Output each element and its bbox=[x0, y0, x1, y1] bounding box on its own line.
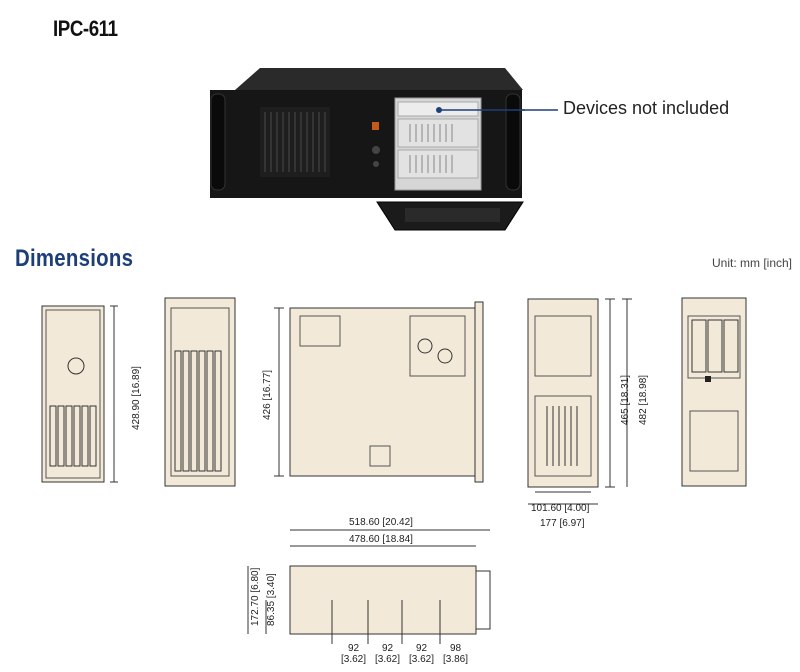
top-width-1-label: 518.60 [20.42] bbox=[349, 517, 413, 528]
segment-inch: [3.62] bbox=[409, 654, 435, 665]
front-view-drawing bbox=[41, 305, 118, 483]
side-view-drawing bbox=[274, 301, 484, 483]
dimensions-heading: Dimensions bbox=[15, 245, 134, 272]
segment-label: 98 [3.86] bbox=[443, 643, 468, 665]
back-height-1-label: 465 [18.31] bbox=[620, 374, 631, 425]
back-view-drawing bbox=[527, 298, 632, 505]
top-view-drawing bbox=[247, 529, 491, 644]
product-photo bbox=[210, 68, 525, 231]
segment-mm: 92 bbox=[347, 643, 360, 654]
segment-inch: [3.62] bbox=[375, 654, 401, 665]
top-width-2-label: 478.60 [18.84] bbox=[349, 534, 413, 545]
segment-label: 92 [3.62] bbox=[375, 643, 400, 665]
devices-callout: Devices not included bbox=[563, 98, 730, 118]
segment-inch: [3.86] bbox=[443, 654, 469, 665]
front-panel-drawing bbox=[681, 297, 747, 487]
back-width-2-label: 177 [6.97] bbox=[540, 518, 585, 529]
segment-mm: 92 bbox=[415, 643, 428, 654]
segment-label: 92 [3.62] bbox=[341, 643, 366, 665]
rear-view-drawing bbox=[164, 297, 236, 487]
top-height-2-label: 86.35 [3.40] bbox=[266, 573, 277, 626]
side-height-label: 426 [16.77] bbox=[262, 369, 273, 420]
product-title: IPC-611 bbox=[53, 16, 118, 41]
front-height-label: 428.90 [16.89] bbox=[131, 366, 142, 430]
segment-label: 92 [3.62] bbox=[409, 643, 434, 665]
back-width-1-label: 101.60 [4.00] bbox=[531, 503, 590, 514]
unit-label: Unit: mm [inch] bbox=[712, 256, 793, 270]
top-height-1-label: 172.70 [6.80] bbox=[250, 567, 261, 626]
segment-mm: 92 bbox=[381, 643, 394, 654]
callout-line bbox=[520, 109, 558, 111]
back-height-2-label: 482 [18.98] bbox=[638, 374, 649, 425]
segment-inch: [3.62] bbox=[341, 654, 367, 665]
segment-mm: 98 bbox=[449, 643, 462, 654]
